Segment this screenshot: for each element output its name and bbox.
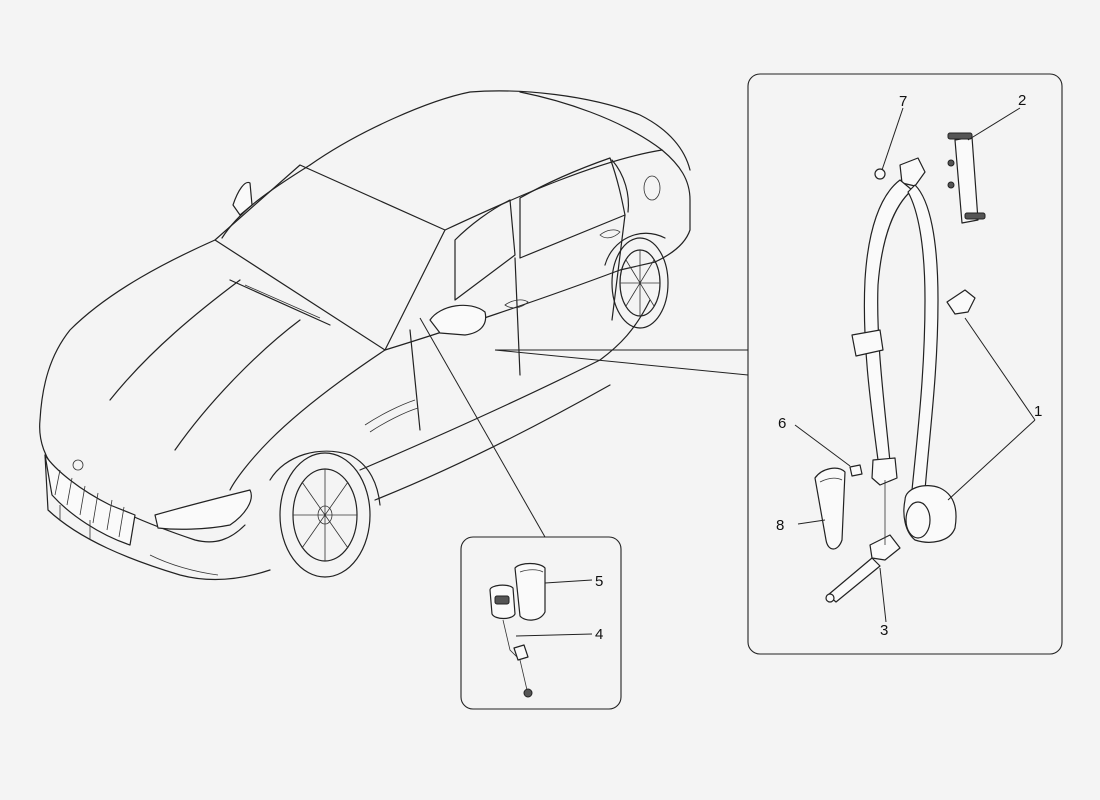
leader-car-to-small-box <box>419 317 546 538</box>
leader-8 <box>797 519 826 525</box>
leader-1 <box>947 317 1036 501</box>
leader-car-to-main-box <box>494 349 749 376</box>
callout-6: 6 <box>778 415 786 432</box>
leader-3 <box>879 567 887 623</box>
seatbelt-detail-box <box>747 73 1063 655</box>
seatbelt-assembly <box>814 132 986 603</box>
callout-2: 2 <box>1018 92 1026 109</box>
leader-6 <box>794 424 851 467</box>
buckle-assembly <box>489 562 546 698</box>
callout-4: 4 <box>595 626 603 643</box>
car-illustration <box>39 90 691 581</box>
leader-7 <box>881 107 904 171</box>
callout-1: 1 <box>1034 403 1042 420</box>
leader-4 <box>515 633 593 637</box>
callout-8: 8 <box>776 517 784 534</box>
callout-5: 5 <box>595 573 603 590</box>
callout-3: 3 <box>880 622 888 639</box>
leader-2 <box>967 107 1021 141</box>
leader-5 <box>544 579 593 584</box>
buckle-detail-box <box>460 536 622 710</box>
callout-7: 7 <box>899 93 907 110</box>
